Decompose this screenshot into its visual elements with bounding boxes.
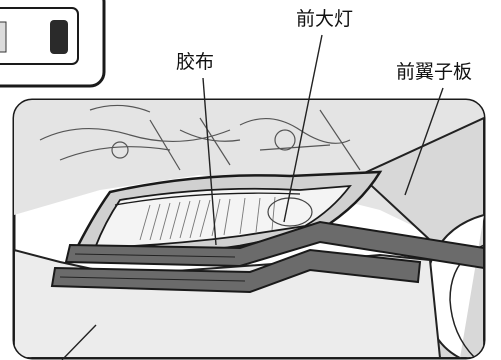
headlight-leader-line [283, 34, 323, 223]
inset-lamp-icon [50, 20, 68, 54]
tape-strip-lower [50, 248, 422, 294]
tape-leader-line [202, 77, 217, 246]
bumper-leader-line [61, 324, 97, 360]
fender-leader-line [404, 87, 444, 196]
main-illustration [12, 34, 486, 360]
inset-panel [0, 0, 106, 88]
tape-label: 胶布 [176, 51, 215, 73]
tape-strip-upper [64, 220, 484, 270]
headlight-label: 前大灯 [296, 8, 354, 30]
fender-label: 前翼子板 [396, 61, 473, 83]
